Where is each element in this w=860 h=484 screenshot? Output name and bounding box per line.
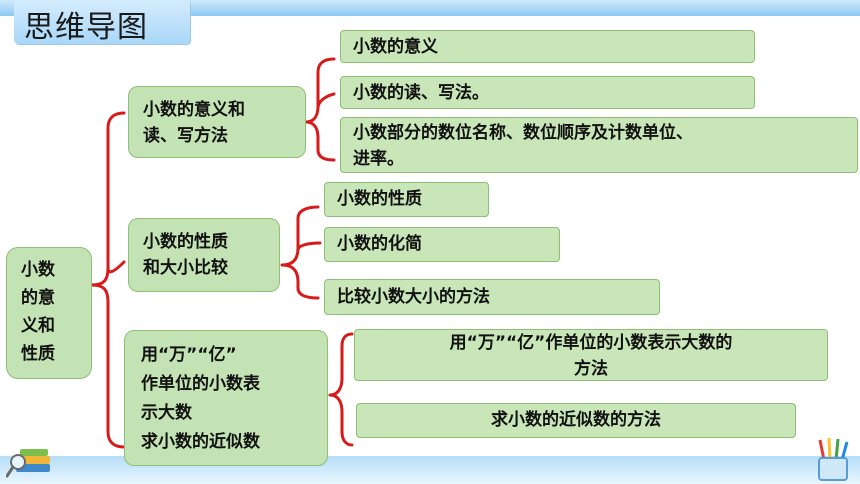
branch-1-line: 读、写方法 xyxy=(143,126,228,146)
leaf-node-2-1: 小数的性质 xyxy=(324,182,489,217)
branch-3-line: 作单位的小数表 xyxy=(141,374,260,394)
bracket-branch-2 xyxy=(280,205,322,300)
leaf-text: 求小数的近似数的方法 xyxy=(491,410,661,430)
leaf-text: 进率。 xyxy=(353,149,404,169)
root-node: 小数 的意 义和 性质 xyxy=(6,247,92,379)
books-magnifier-icon xyxy=(6,449,50,478)
root-line: 的意 xyxy=(21,288,55,308)
leaf-text: 比较小数大小的方法 xyxy=(337,287,490,307)
bracket-branch-3 xyxy=(328,332,354,447)
branch-3-line: 求小数的近似数 xyxy=(141,432,260,452)
leaf-text: 方法 xyxy=(574,359,608,379)
leaf-node-1-3: 小数部分的数位名称、数位顺序及计数单位、 进率。 xyxy=(340,117,858,173)
bracket-branch-1 xyxy=(304,57,336,162)
bracket-root xyxy=(90,111,126,449)
leaf-node-2-2: 小数的化简 xyxy=(324,227,560,262)
root-line: 义和 xyxy=(21,316,55,336)
branch-2-line: 小数的性质 xyxy=(143,232,228,252)
leaf-text: 小数的化简 xyxy=(337,234,422,254)
branch-node-3: 用“万”“亿” 作单位的小数表 示大数 求小数的近似数 xyxy=(124,330,328,466)
pencil-cup-icon xyxy=(818,437,849,481)
header-band xyxy=(0,0,860,16)
leaf-text: 小数的性质 xyxy=(337,189,422,209)
leaf-text: 用“万”“亿”作单位的小数表示大数的 xyxy=(449,333,733,353)
branch-3-line: 示大数 xyxy=(141,403,192,423)
branch-1-line: 小数的意义和 xyxy=(143,100,245,120)
branch-3-line: 用“万”“亿” xyxy=(141,345,237,365)
branch-2-line: 和大小比较 xyxy=(143,258,228,278)
leaf-node-1-1: 小数的意义 xyxy=(340,30,755,63)
root-line: 性质 xyxy=(21,344,55,364)
branch-node-2: 小数的性质 和大小比较 xyxy=(128,218,280,292)
leaf-text: 小数部分的数位名称、数位顺序及计数单位、 xyxy=(353,123,693,143)
title-tab: 思维导图 xyxy=(14,0,190,45)
leaf-node-1-2: 小数的读、写法。 xyxy=(340,76,755,109)
leaf-node-2-3: 比较小数大小的方法 xyxy=(324,279,660,315)
page-title: 思维导图 xyxy=(24,10,148,45)
leaf-text: 小数的意义 xyxy=(353,37,438,57)
leaf-node-3-1: 用“万”“亿”作单位的小数表示大数的 方法 xyxy=(354,329,828,381)
branch-node-1: 小数的意义和 读、写方法 xyxy=(128,86,306,158)
root-line: 小数 xyxy=(21,260,55,280)
leaf-node-3-2: 求小数的近似数的方法 xyxy=(356,403,796,438)
leaf-text: 小数的读、写法。 xyxy=(353,83,489,103)
